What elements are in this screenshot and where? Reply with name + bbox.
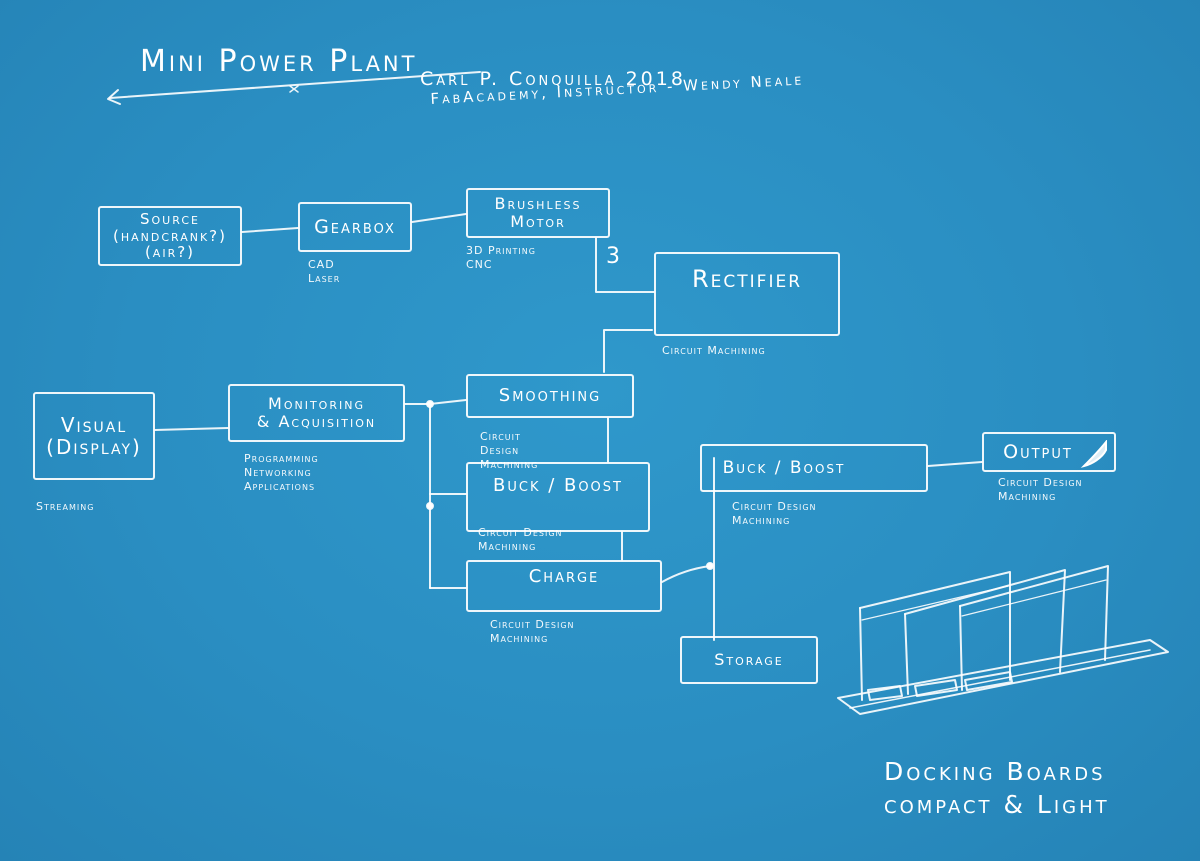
block-monitoring-acquisition-note: Programming Networking Applications <box>244 452 319 493</box>
block-buck-boost-2: Buck / Boost <box>700 444 928 492</box>
block-buck-boost-2-label: Buck / Boost <box>722 457 846 478</box>
wire-charge-junction <box>661 565 711 583</box>
docking-boards-sketch <box>837 565 1169 715</box>
block-smoothing-label: Smoothing <box>498 385 602 407</box>
title-underline <box>109 71 481 99</box>
wire-rectifier-smoothing <box>603 329 653 373</box>
block-output: Output <box>982 432 1116 472</box>
block-brushless-motor-label: Brushless Motor <box>494 194 582 231</box>
block-brushless-motor: Brushless Motor <box>466 188 610 238</box>
block-smoothing-note: Circuit Design Machining <box>480 430 539 471</box>
block-visual-display-note: Streaming <box>36 500 95 513</box>
block-visual-display-label: Visual (Display) <box>46 413 142 459</box>
block-monitoring-acquisition: Monitoring & Acquisition <box>228 384 405 442</box>
author-line: Carl P. Conquilla 2018 <box>420 68 686 90</box>
block-charge-note: Circuit Design Machining <box>490 618 575 645</box>
block-output-note: Circuit Design Machining <box>998 476 1083 503</box>
block-storage: Storage <box>680 636 818 684</box>
wire-gearbox-motor <box>411 213 467 223</box>
docking-boards-note: Docking Boards compact & Light <box>884 757 1110 819</box>
block-output-label: Output <box>1003 440 1073 463</box>
block-buck-boost-1-label: Buck / Boost <box>493 475 623 497</box>
output-corner-mark <box>1080 440 1107 468</box>
block-rectifier-label: Rectifier <box>691 264 803 293</box>
block-storage-label: Storage <box>714 650 784 670</box>
title-arrow-head <box>107 89 121 105</box>
block-smoothing: Smoothing <box>466 374 634 418</box>
block-visual-display: Visual (Display) <box>33 392 155 480</box>
three-phase-label: 3 <box>606 244 623 269</box>
wire-motor-rectifier <box>595 237 655 293</box>
block-gearbox-label: Gearbox <box>314 215 396 238</box>
right-junction-node <box>706 562 714 570</box>
block-charge-label: Charge <box>528 566 600 588</box>
wire-visual-monitoring <box>154 427 229 431</box>
block-source-label: Source (handcrank?) (air?) <box>112 210 227 262</box>
block-gearbox: Gearbox <box>298 202 412 252</box>
wire-buckboost2-output <box>927 461 983 467</box>
wire-bus-smoothing <box>429 399 467 405</box>
block-monitoring-acquisition-label: Monitoring & Acquisition <box>256 394 377 431</box>
block-buck-boost-2-note: Circuit Design Machining <box>732 500 817 527</box>
diagram-title: Mini Power Plant <box>140 44 418 79</box>
block-gearbox-note: CAD Laser <box>308 258 341 285</box>
wire-source-gearbox <box>241 227 299 233</box>
block-buck-boost-1-note: Circuit Design Machining <box>478 526 563 553</box>
bus-node-mid <box>426 502 434 510</box>
block-buck-boost-1: Buck / Boost <box>466 462 650 532</box>
block-rectifier-note: Circuit Machining <box>662 344 766 357</box>
block-rectifier: Rectifier <box>654 252 840 336</box>
block-source: Source (handcrank?) (air?) <box>98 206 242 266</box>
block-brushless-motor-note: 3D Printing CNC <box>466 244 536 271</box>
block-charge: Charge <box>466 560 662 612</box>
